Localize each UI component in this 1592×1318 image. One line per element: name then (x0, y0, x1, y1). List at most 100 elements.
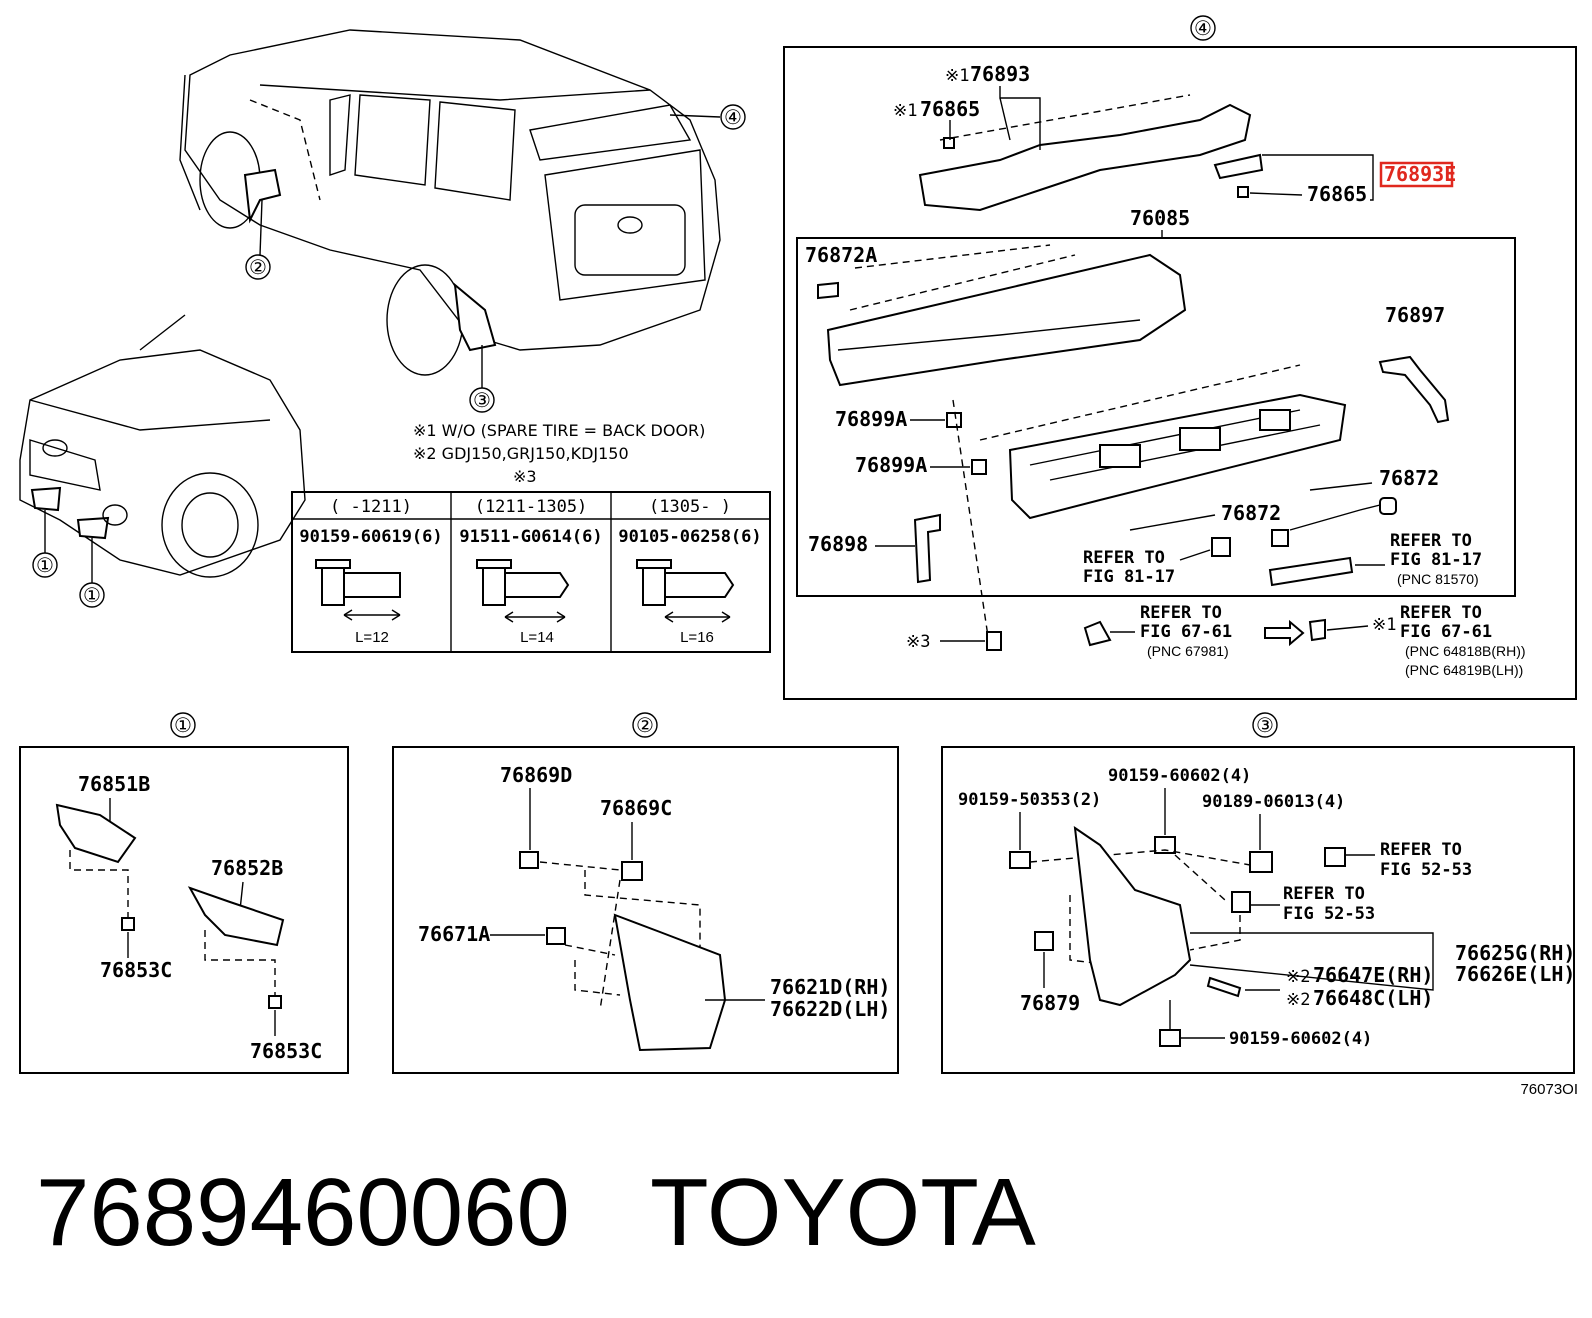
dash-76671A (564, 944, 621, 996)
part-ref-d (1308, 618, 1326, 642)
part-76853C-1 (121, 917, 135, 931)
label-76853C-2: 76853C (250, 1039, 322, 1063)
part-connector (1379, 497, 1397, 515)
marker-1a-circle (32, 552, 58, 578)
section1-header: ① (174, 713, 192, 737)
part-mudflap-3 (1073, 825, 1192, 1007)
refer-d-line3: (PNC 64818B(RH)) (1405, 643, 1526, 659)
label-90159-50353: 90159-50353(2) (958, 790, 1101, 810)
label-76626E: 76626E(LH) (1455, 962, 1575, 986)
refer-c-line1: REFER TO (1140, 603, 1222, 623)
refer-b-line3: (PNC 81570) (1397, 571, 1479, 587)
marker-1b: ① (83, 583, 101, 607)
label-76865-a: 76865 (920, 97, 980, 121)
label-76898: 76898 (808, 532, 868, 556)
part-90159-60602-a (1154, 836, 1176, 854)
spoiler-drawing (826, 253, 1187, 387)
label-76893E-highlighted: 76893E (1384, 162, 1456, 186)
section1-header-circle (170, 712, 196, 738)
part-76872A (817, 281, 839, 300)
arrow-left-icon (1264, 619, 1305, 647)
bolt-drawing-2 (476, 559, 570, 623)
bolt-drawing-1 (315, 559, 401, 621)
part-clip-b (1271, 529, 1289, 547)
section3-frame (941, 746, 1575, 1074)
refer-a-line1: REFER TO (1083, 548, 1165, 568)
bolt-length-2: L=14 (520, 629, 554, 646)
bolt-drawing-3 (636, 559, 735, 623)
label-76899A-1: 76899A (835, 407, 907, 431)
refer-67-61-c: REFER TO FIG 67-61 (PNC 67981) (1140, 603, 1232, 659)
label-76893: 76893 (970, 62, 1030, 86)
bolt-range-2: (1211-1305) (475, 497, 588, 517)
rear-vehicle-illustration (179, 29, 721, 376)
part-76869D (519, 851, 539, 869)
bolt-table: ( -1211) (1211-1305) (1305- ) 90159-6061… (291, 491, 771, 653)
refer-d-line1: REFER TO (1400, 603, 1482, 623)
refer-81-17-a: REFER TO FIG 81-17 (1083, 548, 1175, 587)
bolt-length-3: L=16 (680, 629, 714, 646)
marker-1b-circle (79, 582, 105, 608)
bolt-range-1: ( -1211) (330, 497, 412, 517)
leader-4 (669, 114, 721, 118)
spoiler-bracket-drawing (918, 94, 1264, 212)
label-90189-06013: 90189-06013(4) (1202, 792, 1345, 812)
note-2: ※2 GDJ150,GRJ150,KDJ150 (413, 444, 629, 463)
marker-3: ③ (473, 388, 491, 412)
part-76897 (1378, 355, 1450, 424)
part-76853C-2 (268, 995, 282, 1009)
marker-1a: ① (36, 553, 54, 577)
spoiler-panel-drawing (979, 364, 1347, 520)
mark-76648C: ※2 (1286, 990, 1310, 1010)
leader-refer-d (1326, 625, 1369, 631)
mark-76865: ※1 (893, 101, 917, 121)
leader-76872A (854, 244, 1051, 269)
label-76872-1: 76872 (1379, 466, 1439, 490)
bolt-part-2: 91511-G0614(6) (459, 527, 602, 547)
footer-brand: TOYOTA (650, 1159, 1036, 1266)
leader-76893 (999, 86, 1041, 150)
section4-header: ④ (1194, 16, 1212, 40)
bolt-length-1: L=12 (355, 629, 389, 646)
label-76853C-1: 76853C (100, 958, 172, 982)
part-screw (986, 631, 1002, 651)
refer-d-mark: ※1 (1372, 615, 1396, 635)
leader-2 (259, 199, 263, 256)
dash-s2 (539, 861, 701, 1011)
part-clip-a (1211, 537, 1231, 557)
part-90159-60602-b (1159, 1029, 1181, 1047)
part-76852B (187, 886, 285, 947)
marker-2-circle (245, 254, 271, 280)
section1-frame (19, 746, 349, 1074)
section2-frame (392, 746, 899, 1074)
leader-76865-b (1249, 192, 1303, 196)
refer-s3-1-line1: REFER TO (1380, 840, 1462, 860)
label-76671A: 76671A (418, 922, 490, 946)
leader-refer-a (1179, 549, 1211, 561)
part-76851B (55, 803, 137, 864)
label-76879: 76879 (1020, 991, 1080, 1015)
marker-2: ② (249, 255, 267, 279)
label-76869C: 76869C (600, 796, 672, 820)
label-76625G: 76625G(RH) (1455, 941, 1575, 965)
part-76898 (913, 513, 941, 584)
refer-c-line3: (PNC 67981) (1147, 643, 1229, 659)
label-76852B: 76852B (211, 856, 283, 880)
refer-81-17-b: REFER TO FIG 81-17 (PNC 81570) (1390, 531, 1482, 587)
label-76869D: 76869D (500, 763, 572, 787)
refer-d-line2: FIG 67-61 (1400, 622, 1492, 642)
refer-s3-2-line2: FIG 52-53 (1283, 904, 1375, 924)
marker-4: ④ (724, 105, 742, 129)
dash-screw-line (952, 399, 991, 651)
marker-4-circle (720, 104, 746, 130)
label-76872-2: 76872 (1221, 501, 1281, 525)
label-76865-b: 76865 (1307, 182, 1367, 206)
part-76671A (546, 927, 566, 945)
refer-67-61-d: ※1 REFER TO FIG 67-61 (PNC 64818B(RH)) (… (1372, 603, 1526, 678)
leader-76625G (1189, 932, 1434, 991)
part-refer-clip-1 (1324, 847, 1346, 867)
refer-d-line4: (PNC 64819B(LH)) (1405, 662, 1523, 678)
bolt-part-1: 90159-60619(6) (299, 527, 442, 547)
section2-header-circle (632, 712, 658, 738)
section3-header-circle (1252, 712, 1278, 738)
